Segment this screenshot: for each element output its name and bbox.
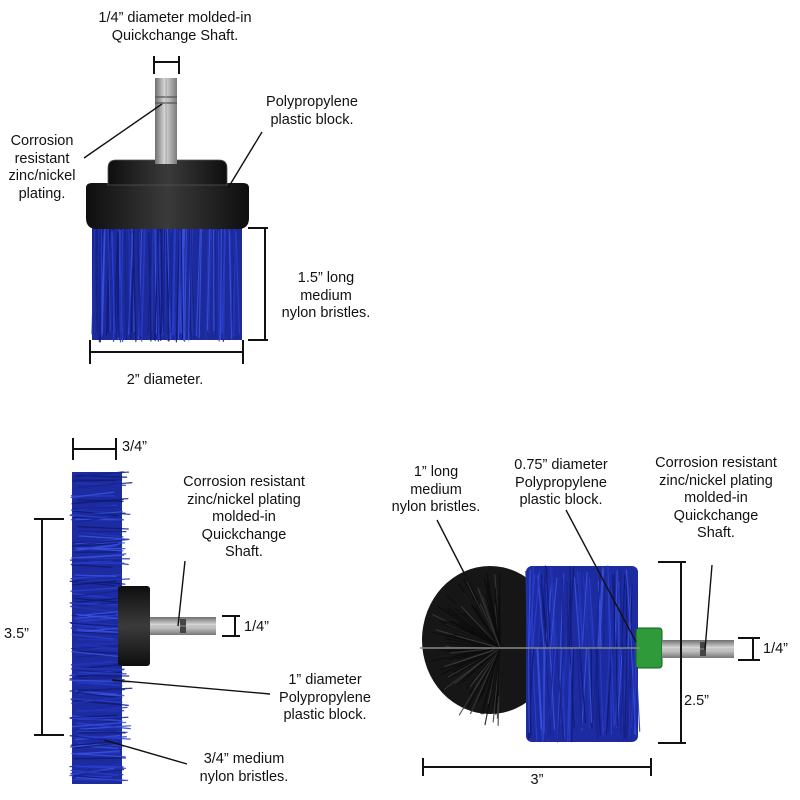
left-brush <box>69 471 216 784</box>
right-brush <box>420 565 734 743</box>
right-shaft-label: 1/4” <box>763 641 788 657</box>
left-brush-callouts <box>34 438 271 765</box>
right-block-label: 0.75” diameter Polypropylene plastic blo… <box>514 457 608 508</box>
top-shaft-label: 1/4” diameter molded-in Quickchange Shaf… <box>98 10 252 44</box>
top-brush-block <box>86 183 249 229</box>
right-length-label: 3” <box>530 772 544 788</box>
left-bristle-label: 3/4” medium nylon bristles. <box>199 751 289 785</box>
top-diameter-label: 2” diameter. <box>126 372 204 388</box>
top-brush <box>86 78 249 343</box>
left-width-label: 3/4” <box>122 439 147 455</box>
right-brush-bristles <box>422 565 641 743</box>
left-height-label: 3.5” <box>4 626 29 642</box>
top-block-label: Polypropylene plastic block. <box>266 94 358 128</box>
left-shaft-label: 1/4” <box>244 619 269 635</box>
left-block-label: 1” diameter Polypropylene plastic block. <box>279 672 371 723</box>
right-brush-callouts <box>422 509 760 776</box>
top-brush-callouts <box>83 56 268 364</box>
top-plating-label: Corrosion resistant zinc/nickel plating. <box>8 133 76 202</box>
right-height-label: 2.5” <box>684 693 709 709</box>
left-plating-label: Corrosion resistant zinc/nickel plating … <box>183 474 305 560</box>
top-brush-bristles <box>91 222 242 343</box>
left-brush-bristles <box>69 471 134 784</box>
top-brush-block-cap <box>107 159 228 186</box>
top-bristle-label: 1.5” long medium nylon bristles. <box>281 270 371 321</box>
right-plating-label: Corrosion resistant zinc/nickel plating … <box>655 455 777 541</box>
left-brush-block <box>118 586 150 666</box>
right-bristle-label: 1” long medium nylon bristles. <box>391 464 481 515</box>
